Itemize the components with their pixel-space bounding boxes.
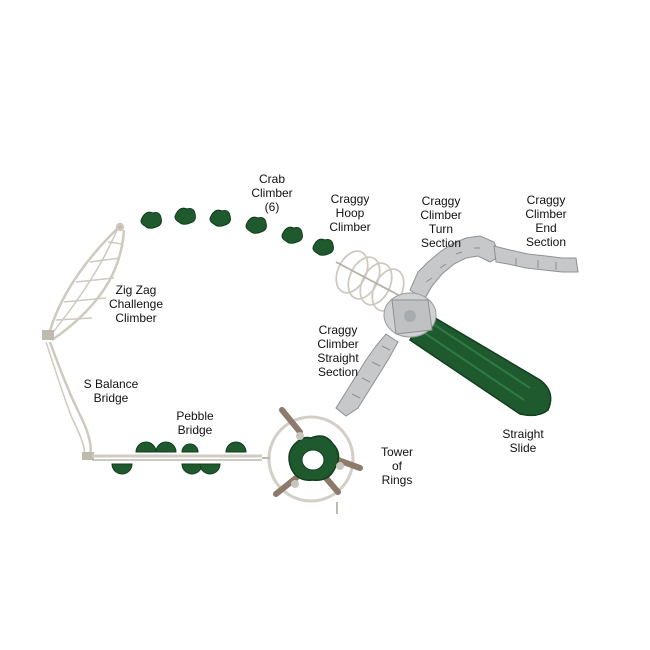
zig-zag-climber: [42, 222, 126, 342]
label-zig-zag-challenge-climber: Zig Zag Challenge Climber: [108, 283, 164, 325]
label-crab-climber: Crab Climber (6): [251, 172, 293, 214]
label-craggy-climber-end-section: Craggy Climber End Section: [525, 193, 567, 249]
label-pebble-bridge: Pebble Bridge: [176, 409, 214, 437]
craggy-climber-turn-and-end: [409, 235, 579, 301]
craggy-hoop-climber: [335, 250, 405, 312]
tower-of-rings: [262, 407, 363, 514]
label-s-balance-bridge: S Balance Bridge: [83, 377, 139, 405]
label-straight-slide: Straight Slide: [502, 427, 544, 455]
label-craggy-hoop-climber: Craggy Hoop Climber: [329, 192, 371, 234]
platform-cluster: [383, 292, 437, 338]
straight-slide: [409, 310, 552, 417]
s-balance-bridge: [45, 341, 94, 460]
label-tower-of-rings: Tower of Rings: [380, 445, 413, 487]
craggy-climber-straight-section: [335, 333, 399, 417]
label-craggy-climber-straight-section: Craggy Climber Straight Section: [317, 323, 359, 379]
pebble-bridge: [92, 441, 262, 475]
crab-climbers: [140, 207, 334, 256]
label-craggy-climber-turn-section: Craggy Climber Turn Section: [420, 194, 462, 250]
